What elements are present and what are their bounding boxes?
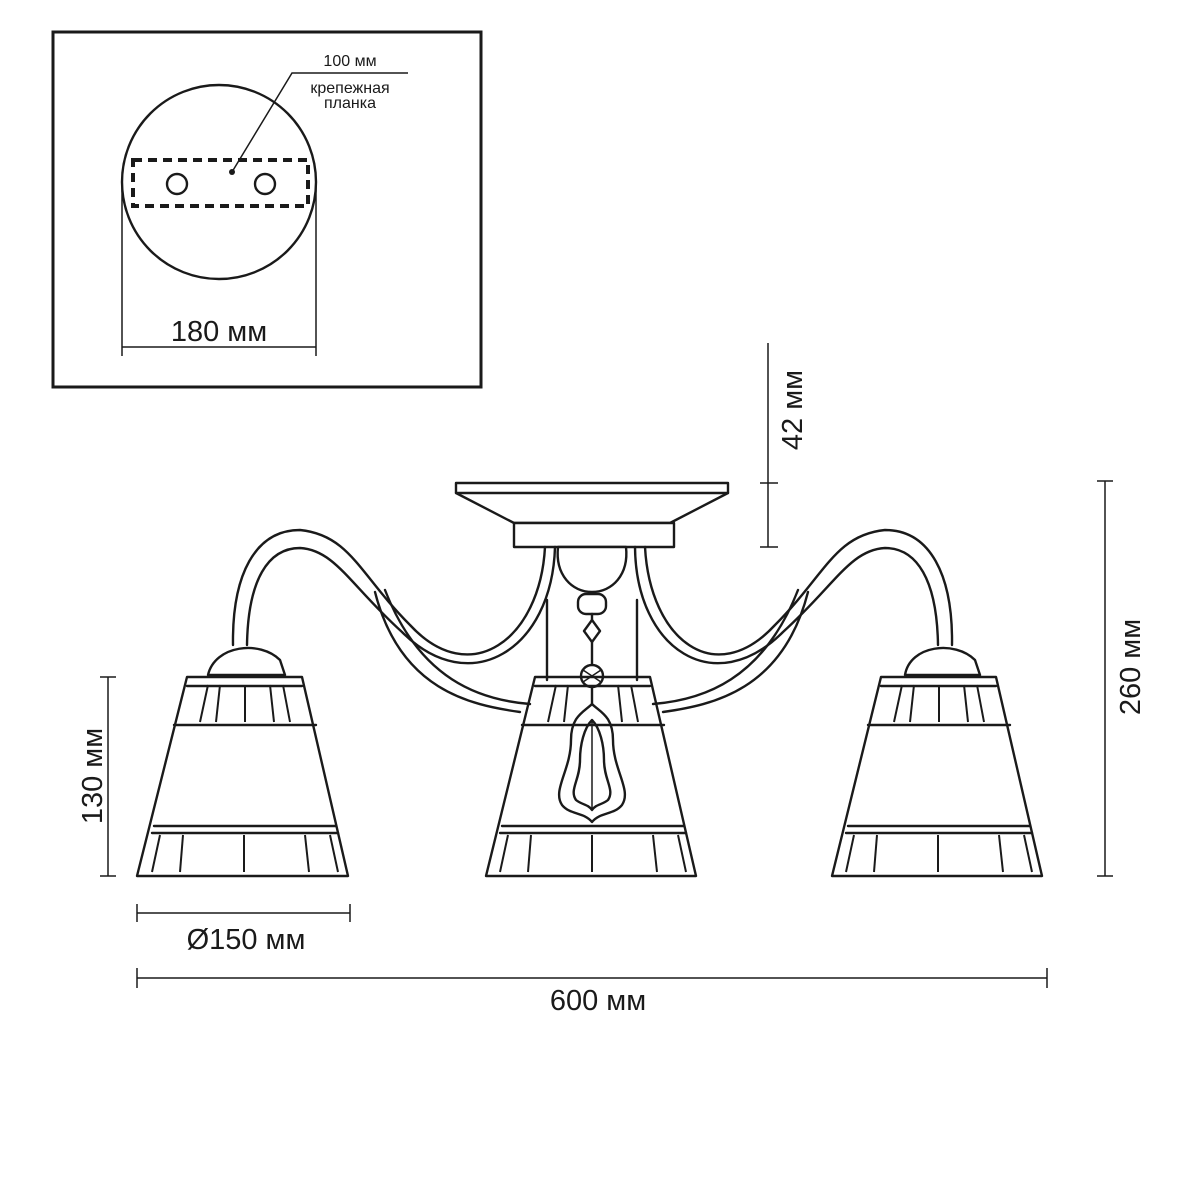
dim-total-width: 600 мм [136, 968, 1048, 1017]
dim-base-height: 42 мм [760, 343, 809, 548]
canopy [454, 481, 730, 549]
center-knob [576, 592, 608, 616]
dim-shade-height: 130 мм [77, 676, 116, 877]
dim-total-height: 260 мм [1097, 480, 1147, 877]
mounting-hole-right [253, 172, 277, 196]
total-width-label: 600 мм [550, 985, 646, 1017]
crystal-bead-1 [582, 618, 602, 644]
canopy-plate [454, 481, 730, 525]
mounting-hole-left [165, 172, 189, 196]
shade-left [135, 646, 350, 878]
right-arm [643, 528, 954, 656]
left-arm [231, 528, 547, 656]
inset-frame [51, 30, 483, 389]
shade-height-label: 130 мм [77, 728, 109, 824]
canopy-collar [512, 521, 676, 549]
plate-label-line1: крепежная [310, 80, 389, 97]
shade-left-socket [206, 646, 287, 677]
center-arm-left [373, 590, 522, 714]
base-height-label: 42 мм [777, 370, 809, 450]
plate-spacing-label: 100 мм [323, 53, 376, 70]
center-arm-right [661, 590, 810, 714]
arms [231, 528, 954, 714]
shade-right [830, 646, 1044, 878]
inset-panel: 100 мм крепежная планка 180 мм [51, 30, 483, 389]
shade-center [484, 675, 698, 878]
shade-diameter-label: Ø150 мм [187, 924, 306, 956]
bracket-leader-line [231, 72, 408, 173]
mounting-bracket [131, 158, 310, 208]
shade-right-socket [903, 646, 982, 677]
base-diameter-label: 180 мм [171, 316, 267, 348]
total-height-label: 260 мм [1115, 619, 1147, 715]
plate-label-line2: планка [324, 95, 376, 112]
center-bulb-cap [556, 545, 628, 594]
dim-shade-diameter: Ø150 мм [136, 904, 351, 956]
